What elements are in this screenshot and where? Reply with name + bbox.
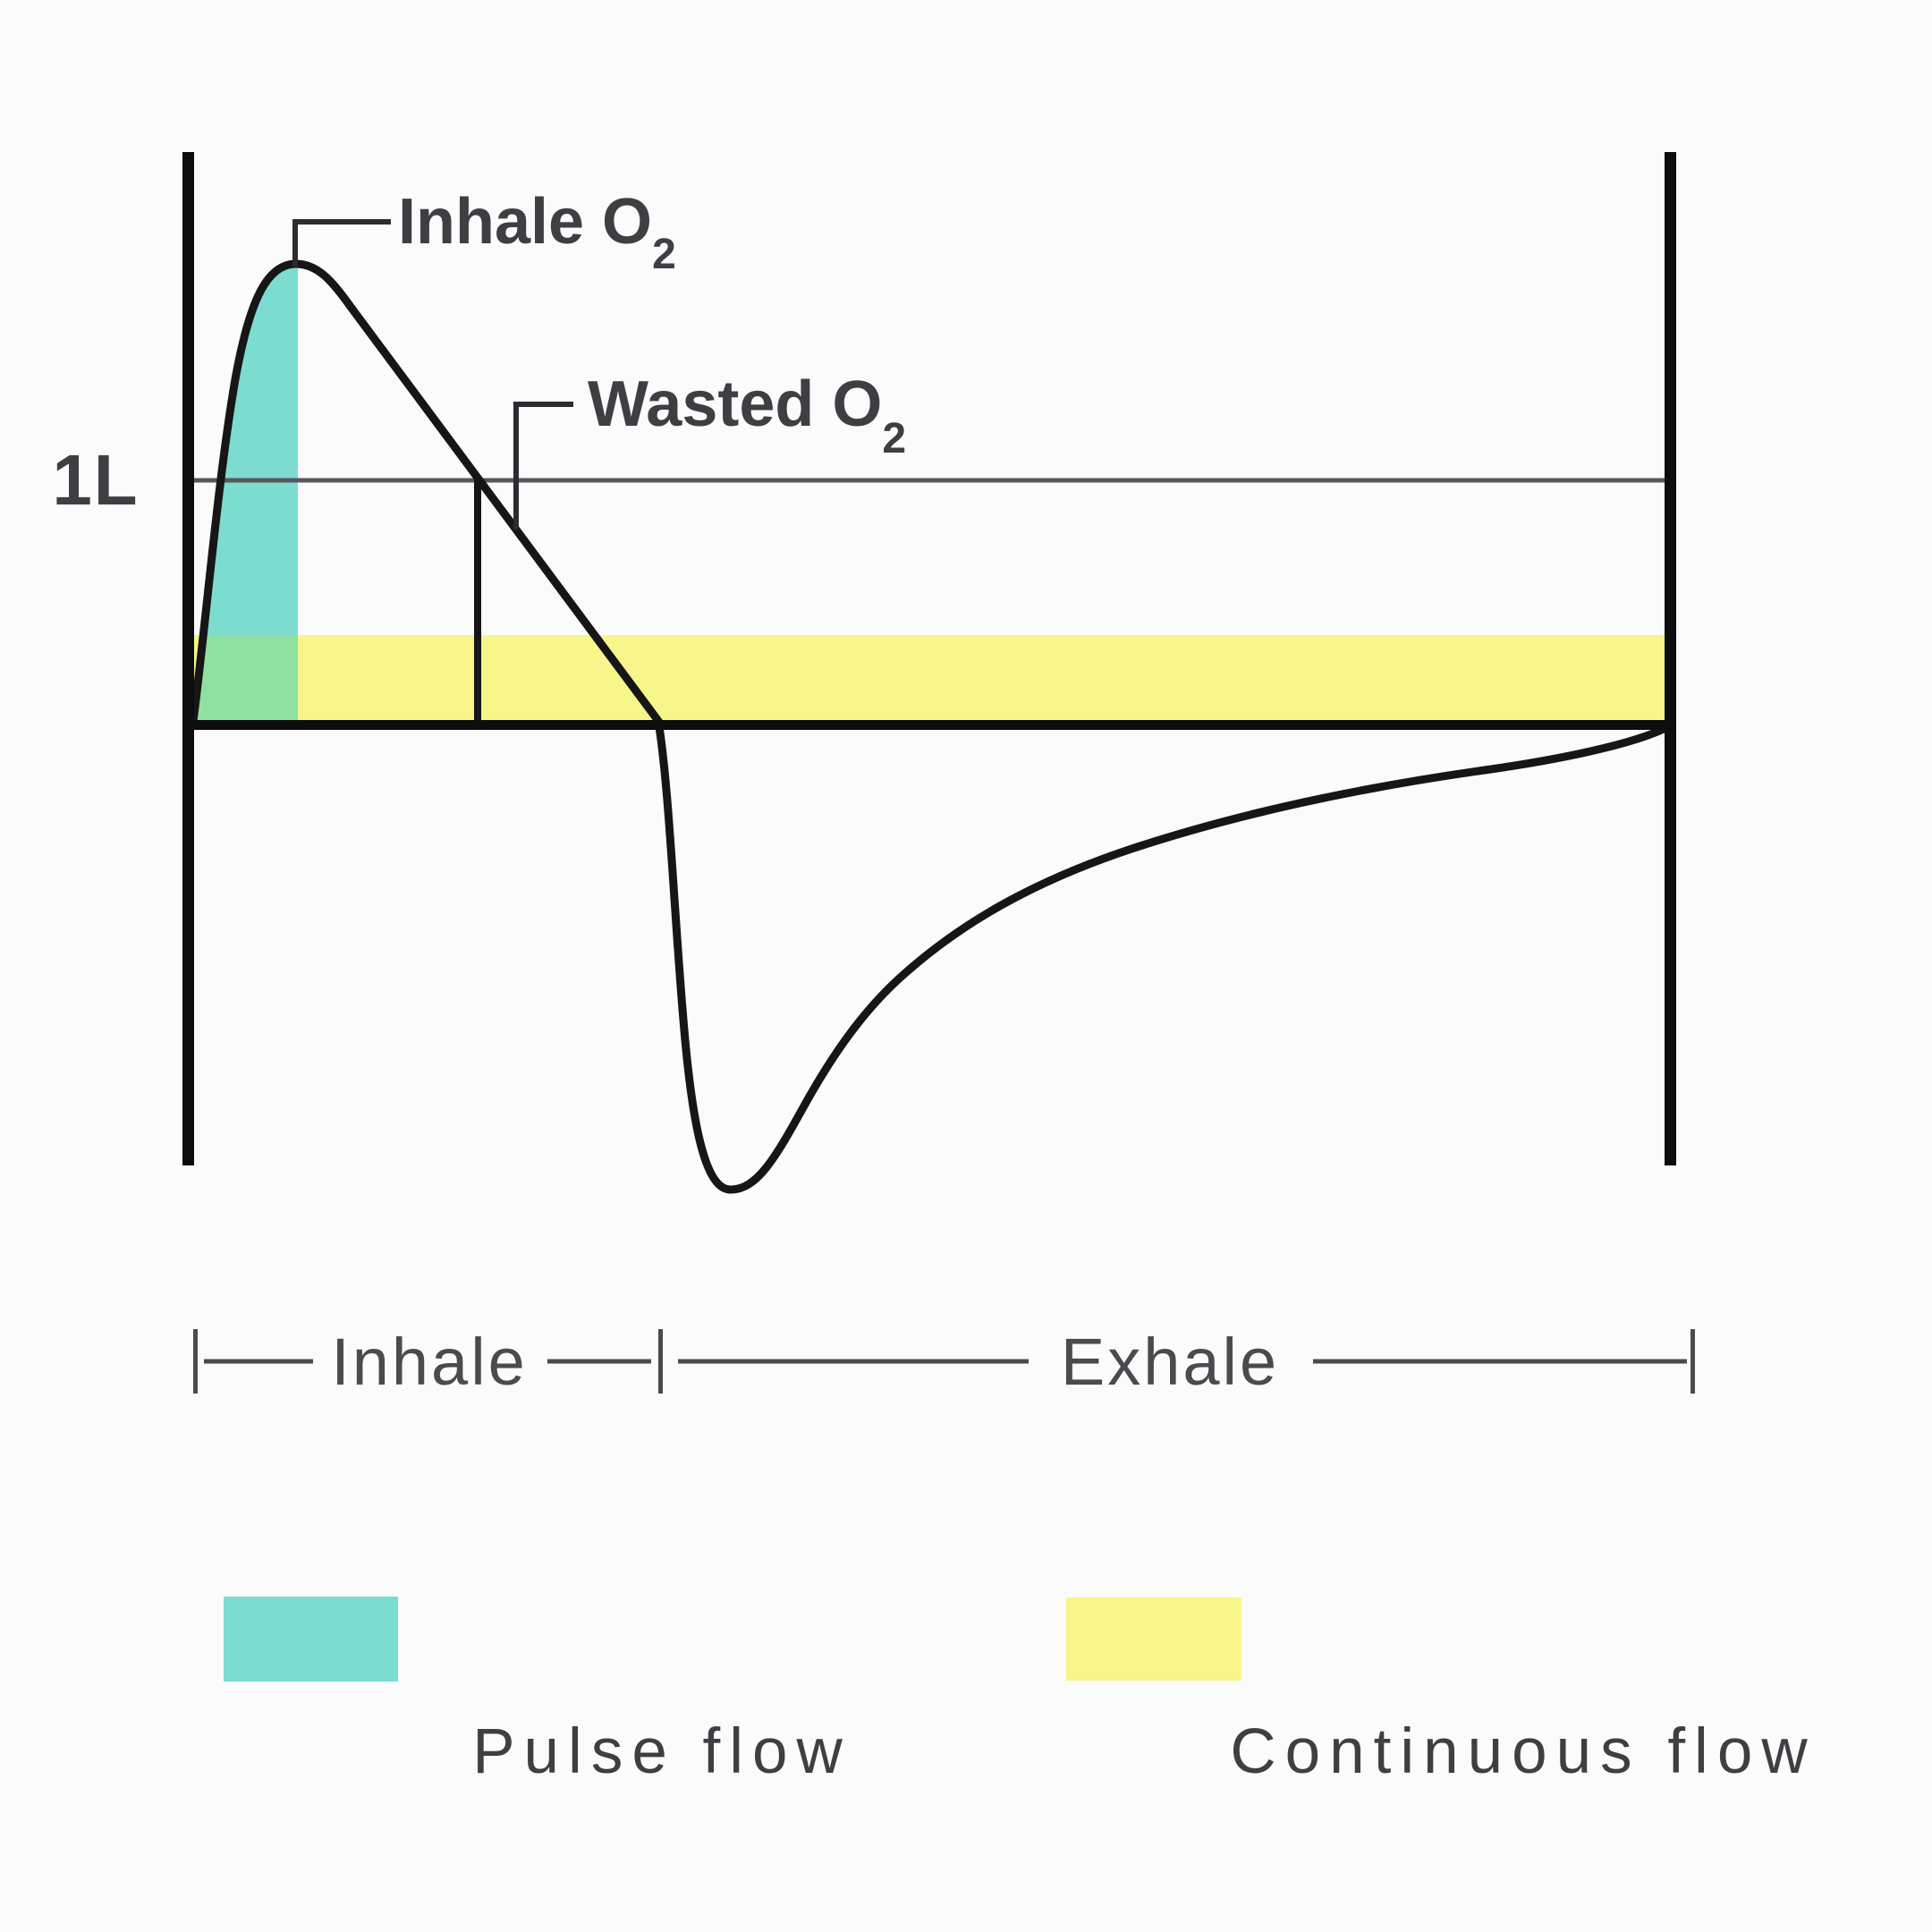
continuous-flow-label: Continuous flow: [1230, 1716, 1816, 1787]
wasted-o2-leader-line: [513, 402, 573, 530]
pulse-continuous-overlap: [193, 635, 298, 723]
breath-flow-curve: [189, 259, 1670, 1194]
inhale-o2-label: Inhale O2: [398, 186, 676, 278]
one-liter-label: 1L: [52, 440, 139, 520]
wasted-o2-subscript: 2: [882, 415, 906, 462]
legend: Pulse flow Continuous flow: [224, 1597, 1816, 1787]
wasted-o2-text: Wasted O: [588, 369, 882, 440]
pulse-flow-swatch: [224, 1597, 398, 1682]
exhale-phase-label: Exhale: [1061, 1325, 1279, 1399]
dimension-tick-middle: [658, 1329, 663, 1394]
left-axis: [182, 152, 194, 1165]
dimension-tick-right: [1690, 1329, 1695, 1394]
inhale-o2-leader-line: [292, 219, 391, 267]
inhale-o2-subscript: 2: [652, 231, 676, 278]
inhale-o2-text: Inhale O: [398, 186, 652, 258]
wasted-o2-label: Wasted O2: [588, 369, 906, 462]
inhale-phase-label: Inhale: [331, 1325, 528, 1399]
right-axis: [1665, 152, 1676, 1165]
pulse-flow-area: [193, 264, 298, 723]
pulse-flow-label: Pulse flow: [472, 1716, 852, 1787]
continuous-flow-swatch: [1066, 1597, 1241, 1681]
phase-dimension: Inhale Exhale: [193, 1325, 1695, 1399]
continuous-flow-band: [188, 635, 1671, 725]
baseline-axis: [182, 720, 1676, 730]
dimension-tick-left: [193, 1329, 198, 1394]
